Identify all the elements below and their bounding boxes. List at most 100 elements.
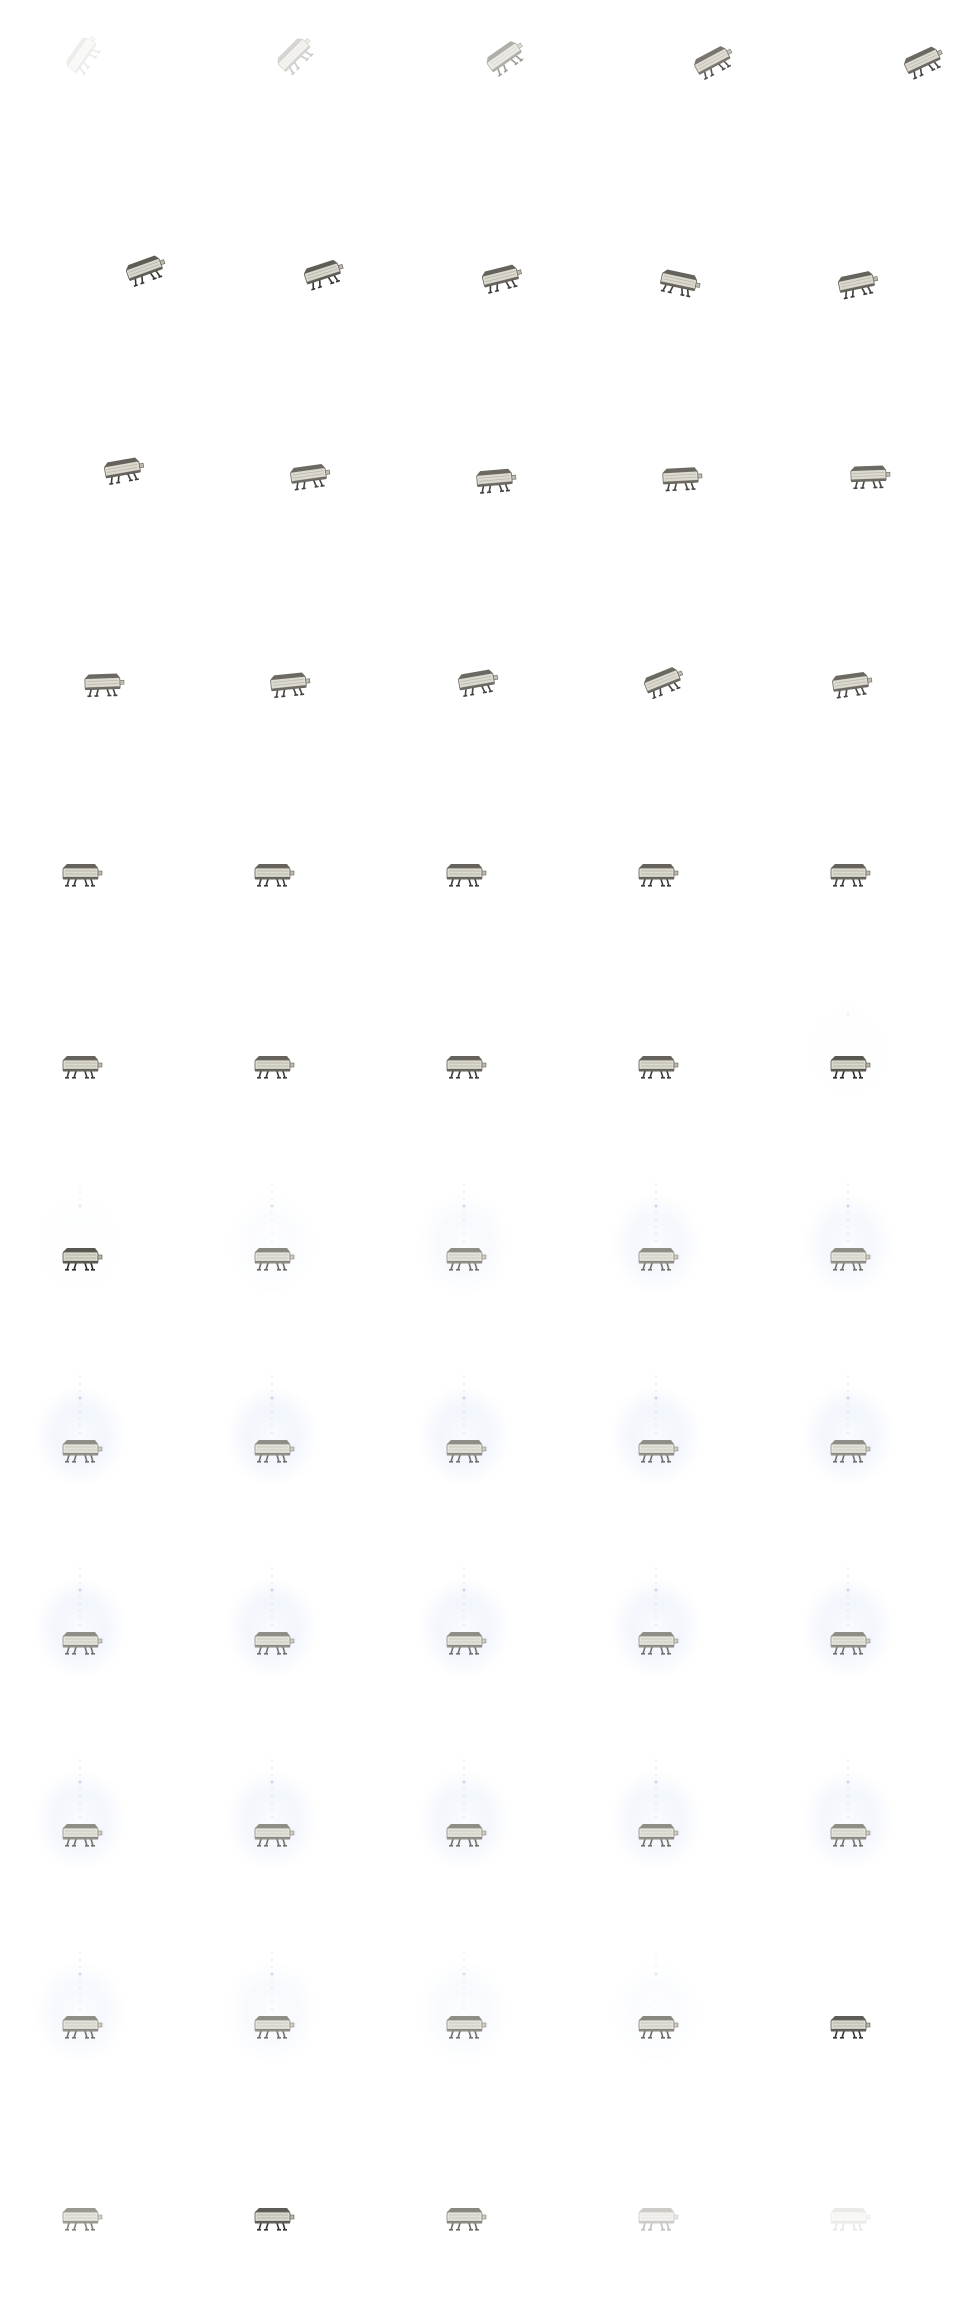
sprite-frame — [192, 1536, 384, 1728]
hull-base — [833, 684, 869, 692]
lander-foot — [860, 487, 865, 489]
energy-glow — [610, 1384, 702, 1488]
lander-leg — [872, 480, 877, 488]
lander-leg — [112, 688, 117, 696]
hull-top — [639, 1440, 674, 1444]
energy-particle — [78, 1972, 82, 1976]
hull-top — [639, 864, 674, 868]
lander-leg — [282, 2030, 286, 2039]
hull-base — [63, 1837, 98, 1840]
lander-leg — [66, 2030, 70, 2039]
energy-glow — [802, 1192, 894, 1296]
lander-body — [830, 864, 871, 887]
lander-foot — [469, 1269, 473, 1271]
lander-foot — [863, 292, 868, 296]
hull-top — [255, 1248, 290, 1252]
lander-leg — [90, 1454, 94, 1463]
lander-foot — [641, 1845, 645, 1847]
lander-leg — [90, 1070, 94, 1079]
lander-leg — [474, 2222, 478, 2231]
lander-leg — [298, 687, 303, 695]
thruster-nozzle — [511, 474, 517, 480]
lander-leg — [304, 51, 313, 56]
lander-foot — [667, 885, 671, 887]
hull-base — [284, 45, 311, 72]
lander-leg — [265, 2222, 269, 2231]
hull-base — [447, 2221, 482, 2224]
hull-panel-line — [292, 470, 324, 476]
lander-foot — [65, 885, 69, 887]
lander-leg — [841, 1838, 845, 1847]
lander-leg — [73, 1454, 77, 1463]
lander-leg — [841, 1070, 845, 1079]
hull-top — [447, 1248, 482, 1252]
lander-body — [277, 37, 314, 76]
lander-foot — [85, 1845, 89, 1847]
lander-leg — [649, 2030, 653, 2039]
lander-foot — [91, 885, 95, 887]
lander-leg — [90, 2222, 94, 2231]
hull-base — [831, 1837, 866, 1840]
lander-leg — [844, 689, 848, 697]
lander-leg — [642, 1838, 646, 1847]
thruster-nozzle — [97, 1446, 103, 1452]
lander-leg — [666, 1454, 670, 1463]
hull-panel-line — [280, 42, 304, 65]
hull-panel-line — [283, 44, 306, 67]
lander-body — [303, 259, 344, 291]
hull-base — [63, 877, 98, 880]
lander-foot — [65, 2229, 69, 2231]
lander-foot — [661, 2229, 665, 2231]
hull-top — [458, 669, 493, 680]
lander-foot — [680, 293, 685, 297]
hull-base — [447, 2029, 482, 2032]
lander-leg — [858, 2030, 862, 2039]
lander-leg — [673, 483, 678, 491]
lander-foot — [456, 2037, 460, 2039]
energy-glow — [802, 1000, 894, 1104]
thruster-nozzle — [97, 1638, 103, 1644]
lander-foot — [65, 1077, 69, 1079]
hull-base — [639, 877, 674, 880]
energy-particle — [462, 1588, 466, 1592]
lander-sprite — [662, 467, 703, 492]
lander-body — [66, 35, 101, 76]
lander-foot — [475, 885, 479, 887]
hull-top — [447, 2208, 482, 2212]
lander-foot — [480, 491, 485, 494]
lander-foot — [277, 1653, 281, 1655]
lander-foot — [456, 1077, 460, 1079]
lander-foot — [641, 1269, 645, 1271]
hull-base — [447, 1069, 482, 1072]
hull-base — [85, 686, 121, 691]
lander-leg — [468, 1070, 472, 1079]
lander-leg — [488, 485, 492, 493]
hull-base — [447, 1453, 482, 1456]
hull-base — [255, 2029, 290, 2032]
sprite-frame — [576, 2112, 768, 2304]
lander-body — [830, 1632, 871, 1655]
lander-foot — [281, 695, 286, 698]
energy-particle — [846, 1012, 850, 1016]
energy-particle — [78, 1588, 82, 1592]
hull-top — [447, 864, 482, 868]
lander-leg — [73, 2030, 77, 2039]
lander-foot — [676, 686, 681, 690]
hull-top — [694, 46, 726, 65]
hull-top — [447, 1440, 482, 1444]
sprite-frame — [576, 1152, 768, 1344]
lander-leg — [134, 278, 137, 286]
lander-body — [62, 1248, 103, 1271]
lander-sprite — [638, 2208, 679, 2231]
lander-body — [662, 467, 703, 492]
lander-leg — [468, 1838, 472, 1847]
lander-sprite — [802, 1370, 894, 1488]
lander-foot — [836, 696, 841, 699]
lander-foot — [488, 291, 493, 294]
sprite-frame — [768, 1344, 960, 1536]
lander-leg — [471, 687, 474, 695]
lander-foot — [667, 291, 672, 294]
hull-panel-line — [663, 275, 695, 283]
lander-foot — [686, 295, 691, 298]
lander-leg — [851, 289, 854, 298]
